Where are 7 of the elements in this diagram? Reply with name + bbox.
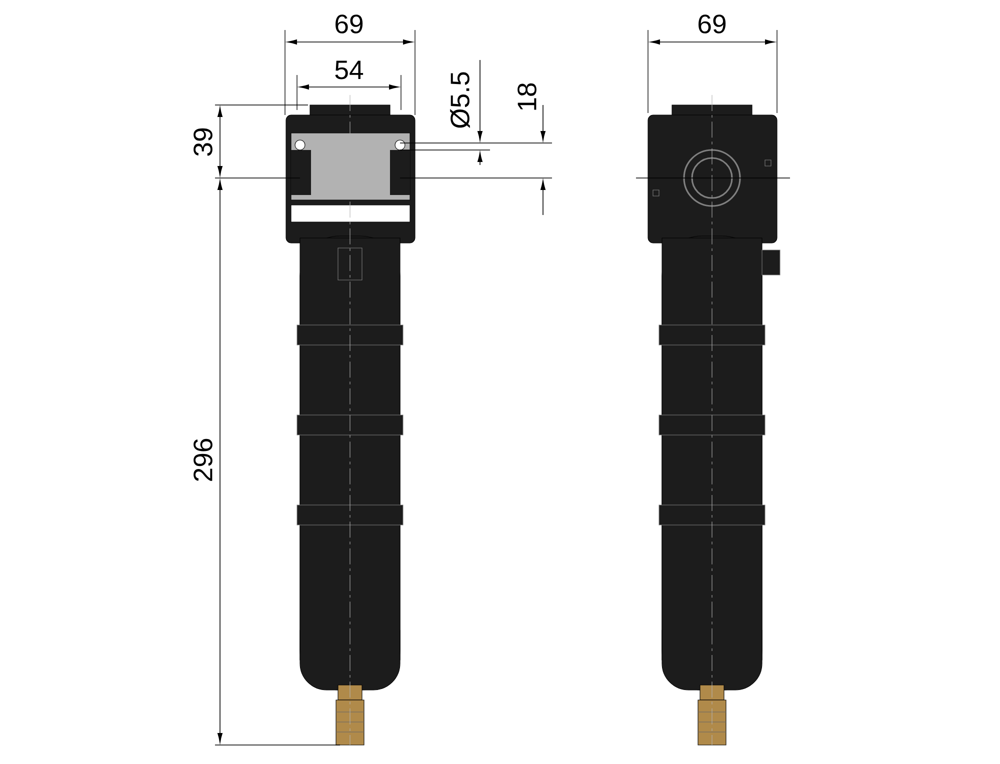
dimension-text: Ø5.5 [450, 72, 470, 128]
dimension-text: 296 [194, 438, 212, 481]
dimension-text: 54 [335, 60, 364, 80]
dimension-text: 69 [698, 14, 726, 34]
dimension-text: 39 [194, 128, 212, 156]
dimension-text: 18 [518, 83, 536, 110]
dimension-text: 69 [336, 14, 363, 34]
